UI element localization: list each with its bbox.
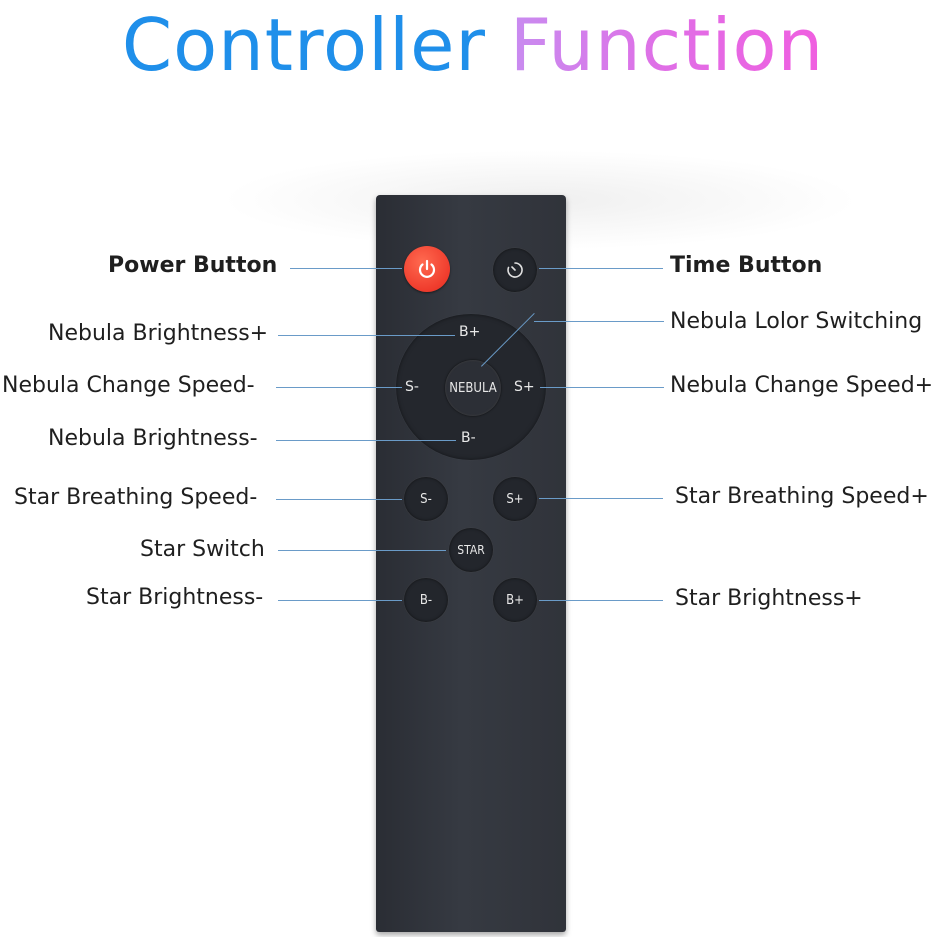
leader-line-star-brightness-minus xyxy=(278,600,402,601)
leader-line-nebula-color-horizontal xyxy=(534,321,664,322)
label-nebula-brightness-minus: Nebula Brightness- xyxy=(48,426,258,451)
label-nebula-brightness-plus: Nebula Brightness+ xyxy=(48,321,269,346)
label-star-brightness-plus: Star Brightness+ xyxy=(675,586,863,611)
title-word-controller: Controller xyxy=(121,3,487,87)
star-switch-button[interactable]: STAR xyxy=(449,528,493,572)
title-word-function: Function xyxy=(509,3,825,87)
star-brightness-up-button[interactable]: B+ xyxy=(493,578,537,622)
label-power-button: Power Button xyxy=(108,253,278,278)
timer-icon xyxy=(507,262,523,278)
label-nebula-color-switching: Nebula Lolor Switching xyxy=(670,309,923,334)
leader-line-power xyxy=(290,268,402,269)
leader-line-star-breathing-plus xyxy=(539,498,663,499)
leader-line-star-switch xyxy=(278,550,446,551)
label-time-button: Time Button xyxy=(670,253,823,278)
star-breathing-down-button[interactable]: S- xyxy=(404,477,448,521)
leader-line-nebula-brightness-minus xyxy=(276,440,456,441)
nebula-brightness-down-button[interactable]: B- xyxy=(461,430,476,446)
star-breathing-up-button[interactable]: S+ xyxy=(493,477,537,521)
leader-line-time xyxy=(539,268,663,269)
nebula-speed-up-button[interactable]: S+ xyxy=(514,379,535,395)
page-title: Controller Function xyxy=(0,0,946,100)
leader-line-nebula-speed-plus xyxy=(540,387,664,388)
leader-line-star-brightness-plus xyxy=(539,600,663,601)
star-brightness-down-button[interactable]: B- xyxy=(404,578,448,622)
power-icon xyxy=(418,259,436,278)
label-star-brightness-minus: Star Brightness- xyxy=(86,585,264,610)
nebula-speed-down-button[interactable]: S- xyxy=(405,379,419,395)
leader-line-nebula-speed-minus xyxy=(276,387,402,388)
label-nebula-speed-plus: Nebula Change Speed+ xyxy=(670,373,934,398)
nebula-button[interactable]: NEBULA xyxy=(445,360,501,416)
leader-line-nebula-brightness-plus xyxy=(278,335,455,336)
power-button[interactable] xyxy=(404,246,450,292)
nebula-brightness-up-button[interactable]: B+ xyxy=(459,324,481,340)
label-nebula-speed-minus: Nebula Change Speed- xyxy=(2,373,255,398)
label-star-switch: Star Switch xyxy=(140,537,265,562)
label-star-breathing-plus: Star Breathing Speed+ xyxy=(675,484,929,509)
leader-line-star-breathing-minus xyxy=(276,499,402,500)
time-button[interactable] xyxy=(493,248,537,292)
label-star-breathing-minus: Star Breathing Speed- xyxy=(14,485,258,510)
